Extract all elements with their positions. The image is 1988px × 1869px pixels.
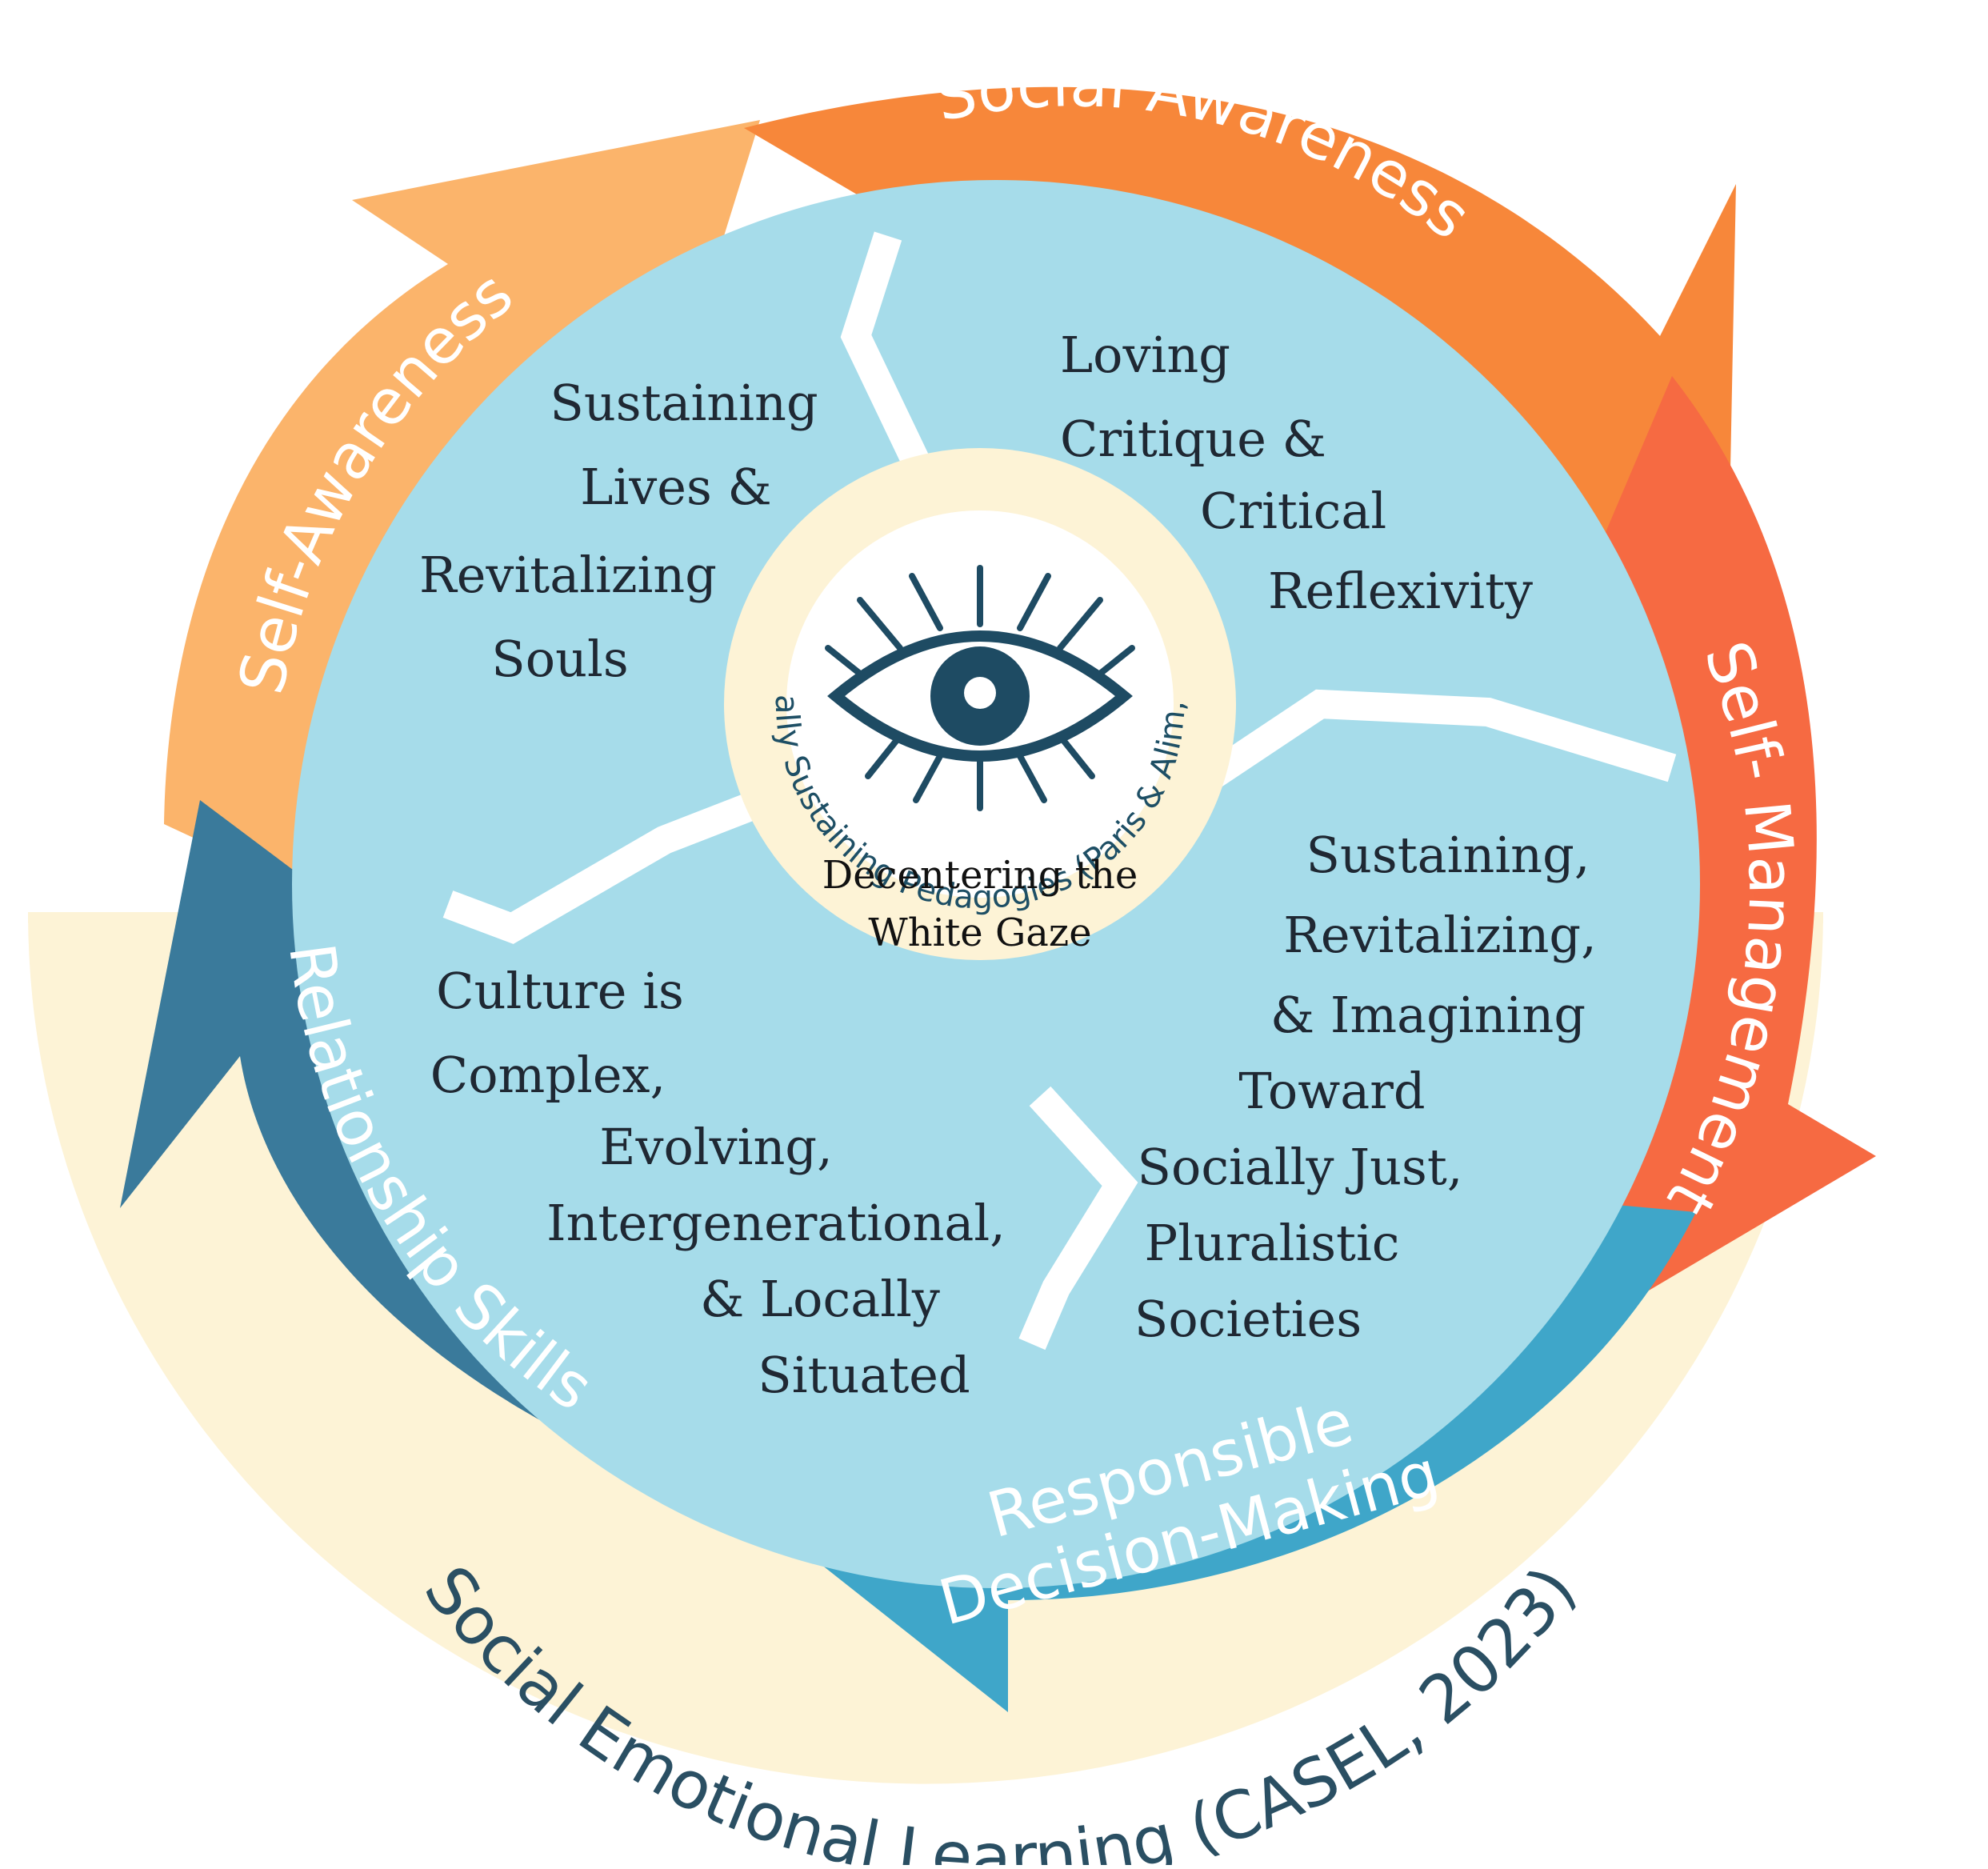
svg-text:Societies: Societies — [1134, 1290, 1362, 1348]
svg-text:Decentering the: Decentering the — [822, 853, 1138, 898]
svg-text:Critique &: Critique & — [1060, 410, 1326, 468]
svg-text:Culture is: Culture is — [436, 962, 684, 1020]
svg-text:Socially Just,: Socially Just, — [1138, 1138, 1463, 1196]
svg-text:Sustaining: Sustaining — [550, 374, 818, 432]
svg-text:Toward: Toward — [1238, 1062, 1425, 1120]
svg-text:Complex,: Complex, — [430, 1046, 666, 1104]
center-label: Decentering the White Gaze — [822, 853, 1138, 955]
svg-text:Revitalizing: Revitalizing — [419, 546, 717, 604]
svg-text:Critical: Critical — [1200, 482, 1386, 540]
quadrant-top-right: Loving Critique & Critical Reflexivity — [1060, 326, 1533, 620]
svg-text:Pluralistic: Pluralistic — [1144, 1214, 1399, 1272]
svg-text:& Imagining: & Imagining — [1270, 986, 1586, 1044]
svg-text:& Locally: & Locally — [700, 1270, 940, 1328]
svg-text:Souls: Souls — [491, 630, 628, 688]
divider-left — [442, 770, 814, 944]
svg-text:Loving: Loving — [1060, 326, 1230, 384]
divider-bottom — [1018, 1086, 1138, 1351]
svg-text:Situated: Situated — [758, 1346, 970, 1404]
svg-text:Reflexivity: Reflexivity — [1268, 562, 1533, 620]
svg-text:Revitalizing,: Revitalizing, — [1283, 906, 1597, 964]
svg-text:Intergenerational,: Intergenerational, — [546, 1194, 1006, 1252]
svg-text:Sustaining,: Sustaining, — [1306, 826, 1590, 884]
svg-text:Evolving,: Evolving, — [599, 1118, 833, 1176]
quadrant-bottom-right: Sustaining, Revitalizing, & Imagining To… — [1134, 826, 1597, 1348]
divider-right — [1168, 689, 1677, 812]
quadrant-top-left: Sustaining Lives & Revitalizing Souls — [419, 374, 818, 688]
svg-text:White Gaze: White Gaze — [868, 910, 1091, 955]
eye-icon — [825, 565, 1135, 811]
quadrant-bottom-left: Culture is Complex, Evolving, Intergener… — [430, 962, 1006, 1404]
svg-text:Lives &: Lives & — [580, 458, 771, 516]
